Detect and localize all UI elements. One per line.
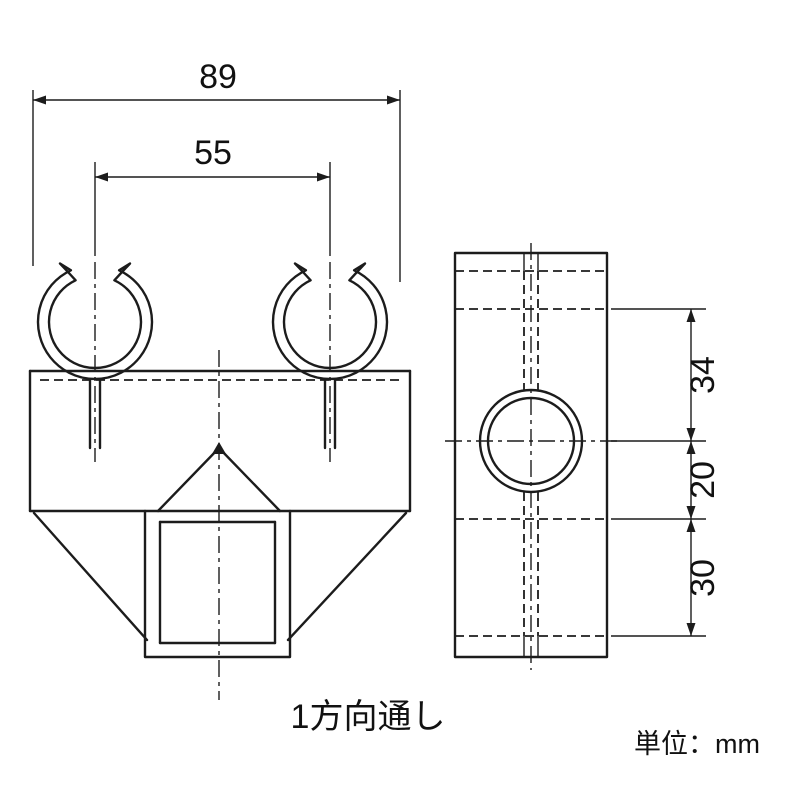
gusset-left bbox=[32, 511, 149, 642]
drawing-caption: 1方向通し bbox=[291, 698, 446, 736]
arrowhead bbox=[686, 428, 696, 441]
dim-55-label: 55 bbox=[194, 134, 232, 172]
arrowhead-left bbox=[95, 172, 108, 182]
arrowhead bbox=[686, 309, 696, 322]
dim-34-label: 34 bbox=[684, 356, 722, 394]
pipe-clip-right bbox=[271, 262, 389, 381]
arrowhead-left bbox=[33, 95, 46, 105]
arrowhead bbox=[686, 519, 696, 532]
arrowhead bbox=[686, 441, 696, 454]
side-view: 34 20 30 bbox=[445, 243, 722, 670]
socket-outer bbox=[143, 509, 292, 659]
pipe-clip-left bbox=[36, 262, 154, 381]
dim-30-label: 30 bbox=[684, 559, 722, 597]
arrowhead-right bbox=[387, 95, 400, 105]
gusset-right bbox=[286, 511, 408, 642]
arrowhead-right bbox=[317, 172, 330, 182]
gusset-diagonals bbox=[32, 511, 408, 642]
dim-89-label: 89 bbox=[199, 58, 237, 96]
unit-label: 単位：mm bbox=[634, 729, 760, 759]
arrowhead bbox=[686, 623, 696, 636]
dimension-clip-centers: 55 bbox=[94, 134, 331, 256]
front-view: 89 55 bbox=[28, 58, 412, 700]
dimension-stack-right: 34 20 30 bbox=[611, 308, 722, 637]
side-centerlines bbox=[445, 243, 617, 670]
clip-stems bbox=[88, 378, 337, 450]
bottom-socket bbox=[143, 509, 292, 659]
arrowhead bbox=[686, 506, 696, 519]
clip-base-plate bbox=[28, 369, 412, 513]
front-centerlines bbox=[94, 262, 331, 700]
dim-20-label: 20 bbox=[684, 461, 722, 499]
dimension-overall-width: 89 bbox=[32, 58, 401, 282]
